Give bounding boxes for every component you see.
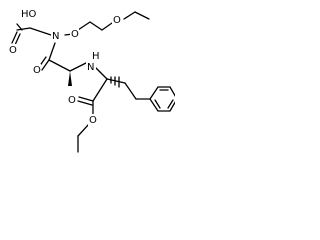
atom-carbonyl-o-acid: O [9,45,17,56]
bond-amide-c-alpha [48,59,71,72]
atom-o-ester: O [89,115,97,126]
bond-n-amide-c [48,42,56,61]
atom-carbonyl-o-amide: O [33,65,41,76]
bond-ch2-ch2 [124,82,137,100]
bond-ch2a-ch2b [89,21,103,31]
bond-acid-ch2 [16,27,31,31]
atom-h-amine: H [92,51,100,62]
atom-o-ether-chain: O [113,15,121,26]
wedge-alpha-methyl [68,71,72,86]
bond-o-ch2a [77,21,91,31]
bond-ch2b-o [101,22,113,31]
bond-ester-o-ch2 [77,123,90,137]
atom-hydroxyl: HO [21,9,37,20]
bond-ch2-n [29,27,52,36]
atom-n-amine: N [87,62,94,73]
bond-skeleton [11,11,175,153]
atom-n-amide: N [52,31,59,42]
bond-o-ethyl-ch2 [123,11,136,20]
bond-alpha-nh [69,62,87,72]
bond-chiral-ch2 [106,78,126,84]
bond-amide-co [41,59,50,71]
bond-ester-co [78,96,94,102]
phenyl-double-3 [154,99,161,109]
phenyl-ring [149,86,175,112]
phenyl-double-2 [167,99,174,109]
bond-ethyl-ch2-ch3 [134,11,150,20]
atom-o-ether-link: O [71,29,79,40]
chemical-structure: HO O N O O O N H O O [8,7,175,153]
atom-labels: HO O N O O O N H O O [8,7,121,126]
bond-ester-co-double [77,100,93,106]
atom-carbonyl-o-ester: O [68,95,76,106]
bond-acid-co-double [14,33,21,46]
bond-acid-co [11,31,18,44]
bond-chiral-ester-c [92,78,108,102]
bond-nh-chiral [95,67,108,80]
